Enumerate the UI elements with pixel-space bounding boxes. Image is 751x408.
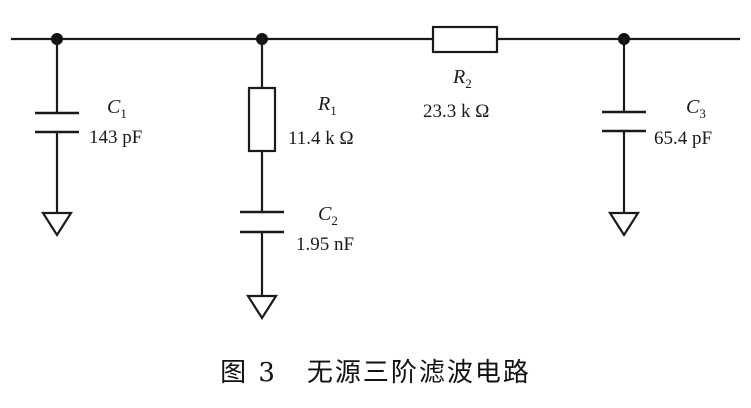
r2-label: R2 bbox=[452, 66, 472, 91]
c1-value: 143 pF bbox=[89, 127, 142, 148]
ground-symbol-c2 bbox=[245, 294, 279, 321]
ground-symbol-c3 bbox=[607, 211, 641, 238]
capacitor-c3 bbox=[602, 37, 646, 215]
c2-value: 1.95 nF bbox=[296, 234, 354, 255]
c3-value: 65.4 pF bbox=[654, 128, 712, 149]
resistor-r2 bbox=[431, 25, 499, 54]
resistor-r1 bbox=[247, 37, 277, 214]
c3-label: C3 bbox=[686, 96, 706, 121]
figure-caption: 图 3 无源三阶滤波电路 bbox=[0, 352, 751, 389]
r1-value: 11.4 k Ω bbox=[288, 128, 354, 149]
r2-value: 23.3 k Ω bbox=[423, 101, 489, 122]
c1-label: C1 bbox=[107, 96, 127, 121]
capacitor-c1 bbox=[35, 37, 79, 215]
r1-label: R1 bbox=[317, 93, 337, 118]
figure-number: 图 3 bbox=[220, 358, 277, 388]
figure-title: 无源三阶滤波电路 bbox=[306, 358, 531, 388]
capacitor-c2 bbox=[240, 210, 284, 298]
c2-label: C2 bbox=[318, 203, 338, 228]
ground-symbol-c1 bbox=[40, 211, 74, 238]
